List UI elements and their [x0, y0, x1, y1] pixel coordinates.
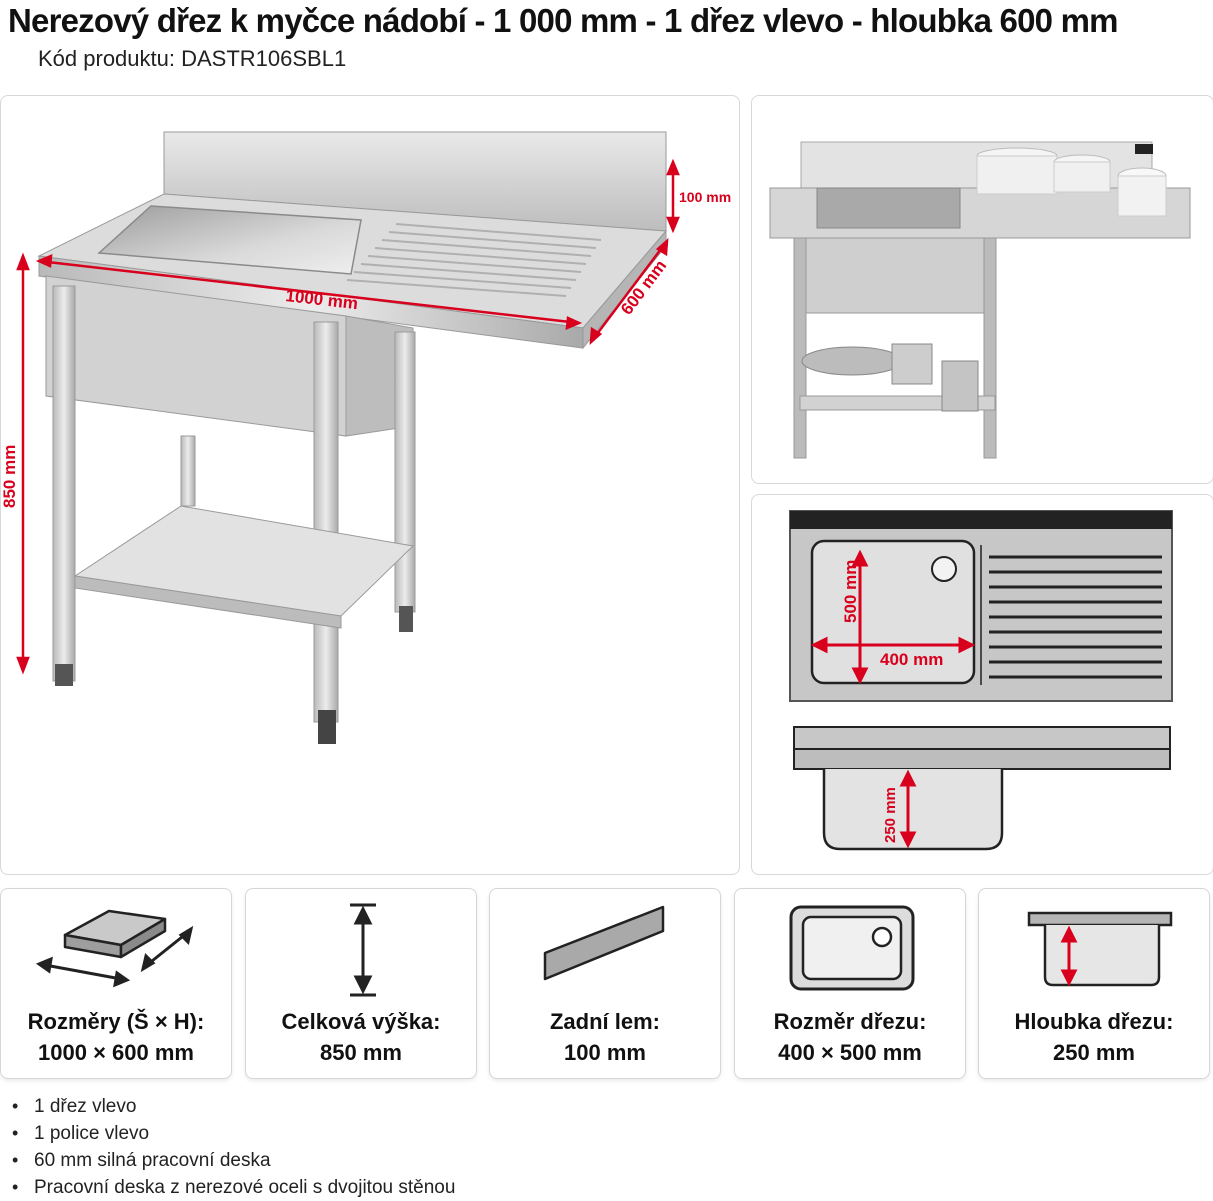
- spec-value-sink-depth: 250 mm: [1053, 1040, 1135, 1065]
- spec-label-backsplash: Zadní lem:: [549, 1009, 660, 1034]
- sink-depth-icon: [1027, 911, 1173, 987]
- feature-item: 1 police vlevo: [8, 1120, 455, 1147]
- backsplash-icon: [543, 905, 665, 981]
- dimensions-icon: [35, 909, 194, 988]
- spec-value-backsplash: 100 mm: [564, 1040, 646, 1065]
- spec-card-backsplash: Zadní lem: 100 mm: [489, 888, 721, 1079]
- page-title: Nerezový dřez k myčce nádobí - 1 000 mm …: [8, 2, 1118, 39]
- dim-sink-depth-label: 250 mm: [882, 787, 899, 843]
- spec-value-height: 850 mm: [320, 1040, 402, 1065]
- spec-label-sink-depth: Hloubka dřezu:: [1014, 1009, 1174, 1034]
- product-photo: [751, 95, 1213, 484]
- spec-label-height: Celková výška:: [281, 1009, 441, 1034]
- feature-item: Pracovní deska z nerezové oceli s dvojit…: [8, 1174, 455, 1201]
- dim-sink-width-label: 400 mm: [880, 650, 943, 669]
- height-icon: [350, 903, 376, 997]
- technical-drawing-svg: 500 mm 400 mm 250 mm: [789, 510, 1173, 851]
- feature-list: 1 dřez vlevo 1 police vlevo 60 mm silná …: [8, 1093, 455, 1201]
- main-product-image: 1000 mm 600 mm 100 mm 850 mm: [0, 95, 740, 875]
- product-code: Kód produktu: DASTR106SBL1: [38, 46, 347, 71]
- spec-card-dimensions: Rozměry (Š × H): 1000 × 600 mm: [0, 888, 232, 1079]
- spec-value-dimensions: 1000 × 600 mm: [38, 1040, 194, 1065]
- sink-with-dishes-photo: [769, 141, 1191, 459]
- technical-drawing: 500 mm 400 mm 250 mm: [751, 494, 1213, 875]
- spec-label-sink-size: Rozměr dřezu:: [773, 1009, 927, 1034]
- drain-hole: [931, 556, 957, 582]
- feature-item: 60 mm silná pracovní deska: [8, 1147, 455, 1174]
- spec-value-sink-size: 400 × 500 mm: [778, 1040, 922, 1065]
- spec-label-dimensions: Rozměry (Š × H):: [27, 1009, 205, 1034]
- sink-table-illustration: 1000 mm 600 mm 100 mm 850 mm: [1, 131, 731, 744]
- spec-card-sink-size: Rozměr dřezu: 400 × 500 mm: [734, 888, 966, 1079]
- spec-card-sink-depth: Hloubka dřezu: 250 mm: [978, 888, 1210, 1079]
- feature-item: 1 dřez vlevo: [8, 1093, 455, 1120]
- dim-sink-length-label: 500 mm: [841, 560, 860, 623]
- sink-size-icon: [789, 905, 915, 991]
- spec-card-height: Celková výška: 850 mm: [245, 888, 477, 1079]
- dim-backsplash-label: 100 mm: [679, 189, 731, 205]
- dim-height-label: 850 mm: [1, 445, 19, 508]
